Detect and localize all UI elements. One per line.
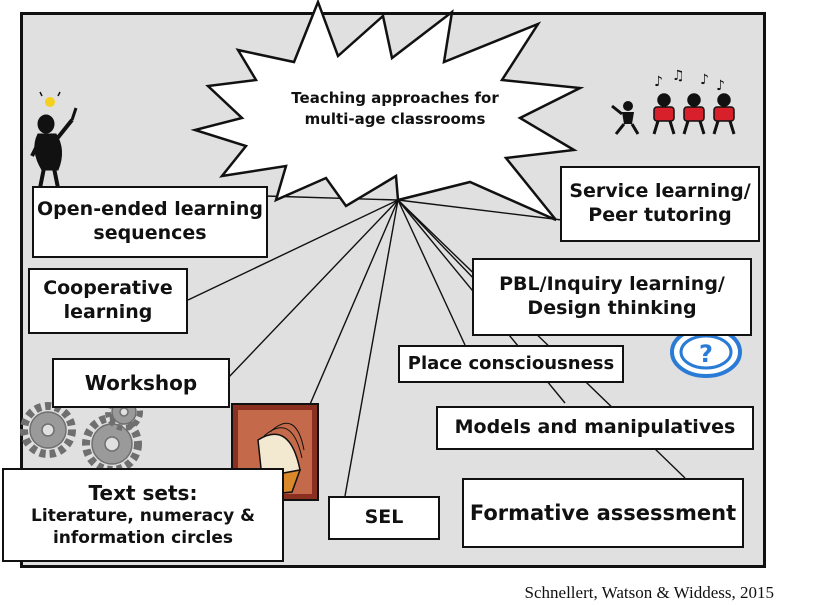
diagram-title: Teaching approaches for multi-age classr…: [270, 88, 520, 130]
box-line: Literature, numeracy &: [31, 506, 255, 527]
svg-text:♪: ♪: [654, 74, 663, 90]
connector-line: [397, 199, 466, 346]
connector-line: [344, 199, 399, 497]
box-cooperative-learning: Cooperative learning: [28, 268, 188, 334]
box-pbl-inquiry: PBL/Inquiry learning/ Design thinking: [472, 258, 752, 336]
box-line: SEL: [364, 506, 404, 529]
svg-text:♪: ♪: [716, 78, 725, 94]
question-icon: ?: [670, 326, 742, 378]
box-line: Design thinking: [527, 297, 697, 319]
box-workshop: Workshop: [52, 358, 230, 408]
box-line: learning: [63, 301, 153, 323]
box-line: Formative assessment: [469, 500, 737, 525]
title-line-1: Teaching approaches for: [291, 89, 499, 107]
box-text-sets: Text sets: Literature, numeracy & inform…: [2, 468, 284, 562]
box-line: Workshop: [84, 370, 198, 395]
box-open-ended-learning: Open-ended learning sequences: [32, 186, 268, 258]
box-line: Models and manipulatives: [454, 416, 736, 439]
box-line: sequences: [93, 222, 207, 244]
box-formative-assessment: Formative assessment: [462, 478, 744, 548]
svg-text:?: ?: [699, 340, 713, 368]
connector-line: [227, 199, 399, 379]
thinking-figure-icon: [30, 91, 78, 189]
box-service-learning: Service learning/ Peer tutoring: [560, 166, 760, 242]
dancers-icon: ♪ ♫ ♪ ♪: [611, 68, 736, 135]
svg-text:♪: ♪: [700, 72, 709, 88]
starburst-shape: [190, 0, 585, 222]
box-line: Service learning/: [569, 180, 751, 203]
citation: Schnellert, Watson & Widdess, 2015: [524, 583, 774, 602]
connector-line: [187, 199, 399, 301]
box-models-manipulatives: Models and manipulatives: [436, 406, 754, 450]
box-place-consciousness: Place consciousness: [398, 345, 624, 383]
box-line: Text sets:: [88, 481, 198, 506]
box-line: Open-ended learning: [37, 198, 263, 221]
connector-line: [397, 199, 563, 221]
title-line-2: multi-age classrooms: [304, 110, 486, 128]
box-line: Peer tutoring: [588, 204, 732, 226]
connector-line: [264, 195, 399, 201]
box-line: information circles: [52, 527, 234, 548]
box-line: Cooperative: [43, 277, 173, 300]
box-line: Place consciousness: [407, 352, 615, 374]
svg-text:♫: ♫: [672, 68, 685, 84]
box-sel: SEL: [328, 496, 440, 540]
box-line: PBL/Inquiry learning/: [499, 273, 725, 296]
